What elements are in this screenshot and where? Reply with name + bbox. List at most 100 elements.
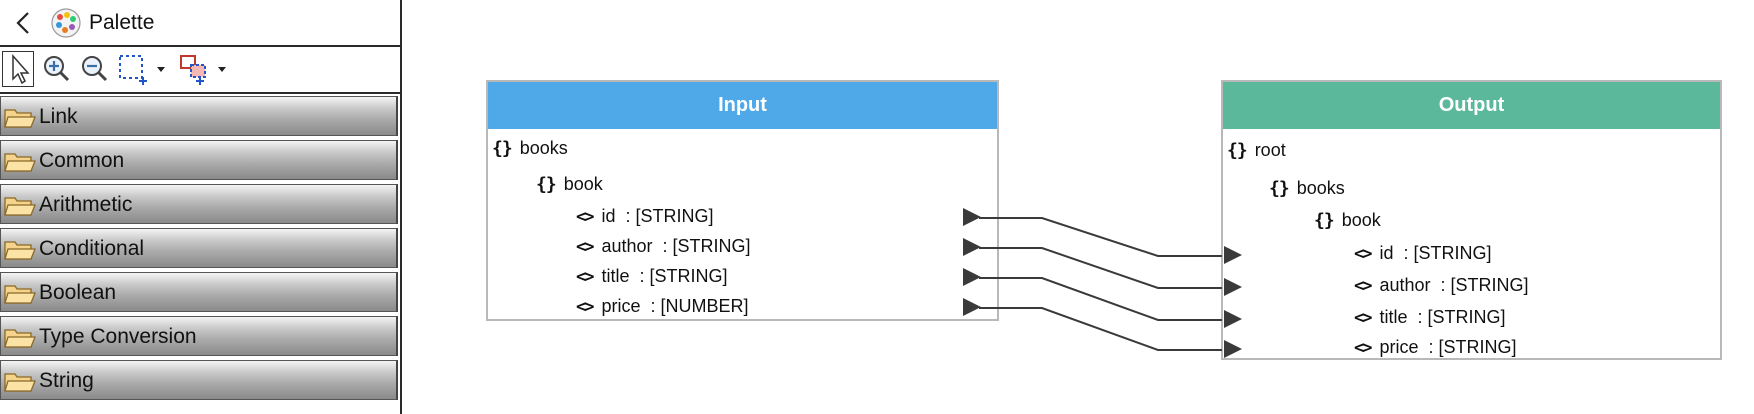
primitive-icon: <>	[576, 266, 595, 287]
field-row-author[interactable]: <> author : [STRING]	[1354, 275, 1529, 296]
input-node[interactable]: Input {} books {} book <> id : [STRING] …	[486, 80, 999, 321]
palette-icon	[51, 8, 81, 38]
tree-node-books[interactable]: {} books	[492, 138, 568, 159]
drawer-label: Arithmetic	[39, 193, 133, 216]
zoom-out-icon	[82, 56, 108, 82]
collapse-palette-button[interactable]	[12, 9, 34, 37]
mapping-link-id[interactable]	[979, 217, 1222, 257]
field-name: id	[601, 206, 616, 226]
field-type: : [STRING]	[1428, 337, 1517, 357]
field-type: : [NUMBER]	[650, 296, 749, 316]
drawer-label: String	[39, 369, 94, 392]
drawer-arithmetic[interactable]: Arithmetic	[0, 184, 398, 224]
input-port-title[interactable]	[1224, 310, 1242, 328]
field-type: : [STRING]	[625, 206, 714, 226]
tree-node-label: books	[1296, 178, 1345, 198]
connection-creation-icon	[180, 55, 226, 85]
output-port-id[interactable]	[963, 208, 981, 226]
marquee-tool-button[interactable]	[117, 53, 165, 87]
mapping-canvas[interactable]: Input {} books {} book <> id : [STRING] …	[402, 0, 1754, 414]
drawer-label: Boolean	[39, 281, 117, 304]
folder-icon	[4, 153, 36, 172]
zoom-out-button[interactable]	[80, 53, 110, 85]
primitive-icon: <>	[1354, 275, 1373, 296]
field-row-price[interactable]: <> price : [STRING]	[1354, 337, 1517, 358]
folder-icon	[4, 285, 36, 304]
tree-node-book[interactable]: {} book	[1314, 210, 1381, 231]
tree-node-book[interactable]: {} book	[536, 174, 603, 195]
field-row-author[interactable]: <> author : [STRING]	[576, 236, 751, 257]
object-icon: {}	[536, 174, 557, 195]
tree-node-label: book	[1341, 210, 1381, 230]
mapping-link-price[interactable]	[979, 307, 1222, 351]
folder-icon	[4, 373, 36, 392]
field-type: : [STRING]	[1440, 275, 1529, 295]
drawer-common[interactable]: Common	[0, 140, 398, 180]
folder-icon	[4, 197, 36, 216]
drawer-link[interactable]: Link	[0, 96, 398, 136]
drawer-boolean[interactable]: Boolean	[0, 272, 398, 312]
tree-node-root[interactable]: {} root	[1227, 140, 1286, 161]
object-icon: {}	[1269, 178, 1290, 199]
field-row-price[interactable]: <> price : [NUMBER]	[576, 296, 749, 317]
tree-node-label: root	[1254, 140, 1286, 160]
tree-node-books[interactable]: {} books	[1269, 178, 1345, 199]
field-name: price	[601, 296, 641, 316]
mapping-link-title[interactable]	[979, 277, 1222, 321]
palette-toolbar	[0, 47, 400, 94]
field-name: author	[1379, 275, 1431, 295]
mapping-link-author[interactable]	[979, 247, 1222, 289]
chevron-left-icon	[16, 12, 29, 34]
field-row-title[interactable]: <> title : [STRING]	[1354, 307, 1506, 328]
primitive-icon: <>	[1354, 307, 1373, 328]
field-type: : [STRING]	[1403, 243, 1492, 263]
field-row-title[interactable]: <> title : [STRING]	[576, 266, 728, 287]
palette-title: Palette	[89, 11, 155, 34]
connection-tool-button[interactable]	[178, 53, 230, 87]
field-name: price	[1379, 337, 1419, 357]
field-type: : [STRING]	[662, 236, 751, 256]
output-node[interactable]: Output {} root {} books {} book <> id : …	[1221, 80, 1722, 360]
folder-icon	[4, 109, 36, 128]
field-name: author	[601, 236, 653, 256]
zoom-in-icon	[44, 56, 70, 82]
palette-drawers: Link Common Arithmetic Conditional Boole…	[0, 96, 398, 404]
input-port-author[interactable]	[1224, 278, 1242, 296]
field-name: title	[601, 266, 630, 286]
select-tool-button[interactable]	[2, 51, 34, 87]
input-node-header[interactable]: Input	[488, 82, 997, 129]
field-type: : [STRING]	[1417, 307, 1506, 327]
field-name: id	[1379, 243, 1394, 263]
object-icon: {}	[1314, 210, 1335, 231]
input-port-id[interactable]	[1224, 246, 1242, 264]
output-port-title[interactable]	[963, 268, 981, 286]
output-port-author[interactable]	[963, 238, 981, 256]
drawer-string[interactable]: String	[0, 360, 398, 400]
primitive-icon: <>	[1354, 337, 1373, 358]
drawer-label: Common	[39, 149, 125, 172]
tree-node-label: book	[563, 174, 603, 194]
palette-header: Palette	[0, 0, 400, 47]
drawer-type-conversion[interactable]: Type Conversion	[0, 316, 398, 356]
primitive-icon: <>	[576, 296, 595, 317]
drawer-label: Link	[39, 105, 78, 128]
output-node-header[interactable]: Output	[1223, 82, 1720, 129]
input-port-price[interactable]	[1224, 340, 1242, 358]
field-row-id[interactable]: <> id : [STRING]	[1354, 243, 1492, 264]
primitive-icon: <>	[576, 236, 595, 257]
arrow-cursor-icon	[12, 54, 30, 85]
field-row-id[interactable]: <> id : [STRING]	[576, 206, 714, 227]
drawer-label: Conditional	[39, 237, 145, 260]
zoom-in-button[interactable]	[42, 53, 72, 85]
primitive-icon: <>	[1354, 243, 1373, 264]
marquee-select-icon	[119, 55, 165, 85]
object-icon: {}	[492, 138, 513, 159]
drawer-label: Type Conversion	[39, 325, 197, 348]
palette-panel: Palette	[0, 0, 402, 414]
field-type: : [STRING]	[639, 266, 728, 286]
output-port-price[interactable]	[963, 298, 981, 316]
folder-icon	[4, 241, 36, 260]
field-name: title	[1379, 307, 1408, 327]
drawer-conditional[interactable]: Conditional	[0, 228, 398, 268]
primitive-icon: <>	[576, 206, 595, 227]
